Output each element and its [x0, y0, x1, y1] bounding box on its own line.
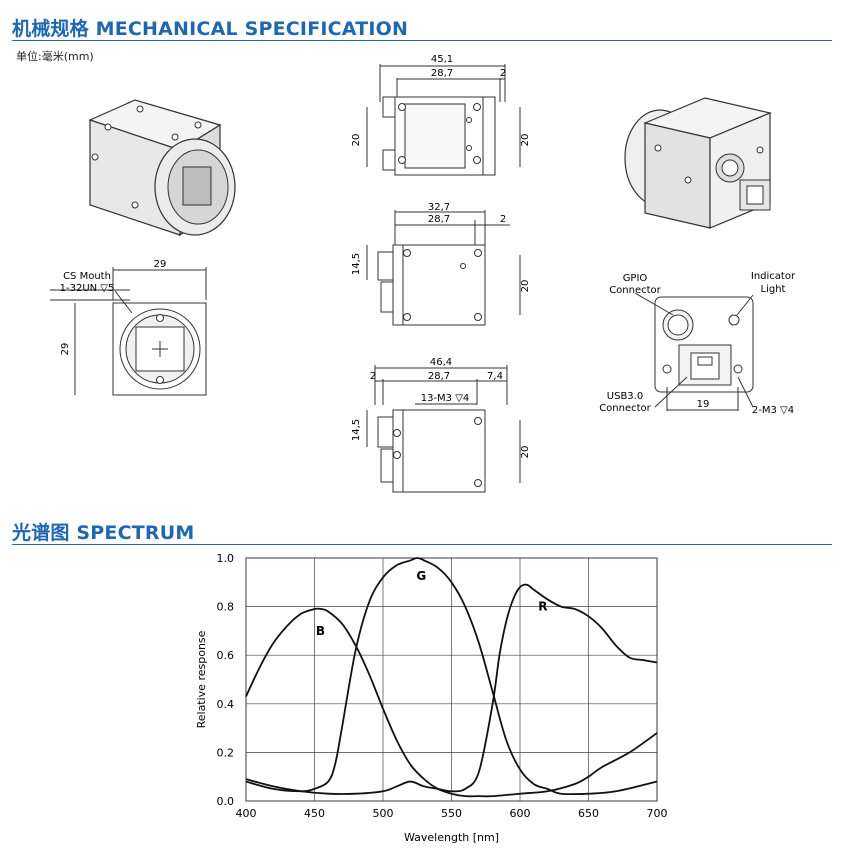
side-left-h-dim: 14,5	[351, 253, 362, 275]
front-height-dim: 29	[60, 343, 71, 356]
front-width-dim: 29	[154, 259, 167, 270]
bottom-view-drawing: 46,4 2 28,7 7,4 13-M3 ▽4 14,5 20	[351, 357, 531, 493]
side-edge-dim: 2	[500, 214, 506, 225]
rear-gpio-label-2: Connector	[609, 285, 661, 296]
camera-iso-rear-drawing	[624, 97, 772, 229]
side-overall-dim: 32,7	[428, 202, 450, 213]
bottom-left-edge-dim: 2	[370, 371, 376, 382]
rear-view-drawing: GPIO Connector Indicator Light USB3.0 Co…	[599, 271, 796, 416]
x-tick-label: 600	[510, 807, 531, 820]
unit-label: 单位:毫米(mm)	[16, 50, 94, 63]
y-tick-label: 0.4	[217, 698, 235, 711]
x-tick-label: 700	[647, 807, 668, 820]
top-edge-dim: 2	[500, 68, 506, 79]
camera-iso-front-drawing	[88, 99, 236, 237]
rear-indicator-label-1: Indicator	[751, 271, 796, 282]
side-right-h-dim: 20	[520, 280, 531, 293]
top-right-h-dim: 20	[520, 134, 531, 147]
x-tick-label: 550	[441, 807, 462, 820]
x-tick-label: 500	[373, 807, 394, 820]
rear-usb-label-1: USB3.0	[607, 391, 643, 402]
rear-gpio-label-1: GPIO	[623, 273, 648, 284]
x-tick-label: 450	[304, 807, 325, 820]
y-tick-label: 0.0	[217, 795, 235, 808]
y-tick-label: 0.8	[217, 601, 235, 614]
top-view-drawing: 45,1 28,7 2 20 20	[351, 54, 531, 176]
side-inner-dim: 28,7	[428, 214, 450, 225]
series-line-B	[245, 607, 658, 798]
series-label-G: G	[416, 569, 426, 583]
bottom-inner-dim: 28,7	[428, 371, 450, 382]
series-label-R: R	[538, 600, 547, 614]
top-inner-dim: 28,7	[431, 68, 453, 79]
side-view-drawing: 32,7 28,7 2 14,5 20	[351, 202, 531, 326]
rear-spacing-dim: 19	[697, 399, 710, 410]
x-tick-label: 650	[578, 807, 599, 820]
bottom-right-edge-dim: 7,4	[487, 371, 503, 382]
rear-indicator-label-2: Light	[761, 284, 786, 295]
x-axis-label: Wavelength [nm]	[404, 831, 499, 844]
series-label-B: B	[316, 624, 325, 638]
bottom-left-h-dim: 14,5	[351, 419, 362, 441]
front-view-drawing: CS Mouth 1-32UN ▽5 29 29	[50, 259, 207, 396]
front-mouth-label-1: CS Mouth	[63, 271, 111, 282]
series-line-G	[245, 557, 658, 796]
bottom-hole-note: 13-M3 ▽4	[421, 393, 470, 404]
bottom-overall-dim: 46,4	[430, 357, 452, 368]
front-mouth-label-2: 1-32UN ▽5	[60, 283, 115, 294]
mechanical-title-rule	[12, 40, 832, 41]
spectrum-title-rule	[12, 544, 832, 545]
rear-usb-label-2: Connector	[599, 403, 651, 414]
top-left-h-dim: 20	[351, 134, 362, 147]
top-overall-dim: 45,1	[431, 54, 453, 65]
bottom-right-h-dim: 20	[520, 446, 531, 459]
y-tick-label: 0.2	[217, 746, 235, 759]
y-tick-label: 1.0	[217, 552, 235, 565]
x-tick-label: 400	[236, 807, 257, 820]
mechanical-section-title: 机械规格 MECHANICAL SPECIFICATION	[12, 18, 409, 40]
y-tick-label: 0.6	[217, 649, 235, 662]
y-axis-label: Relative response	[195, 630, 208, 728]
spectrum-section-title: 光谱图 SPECTRUM	[12, 522, 195, 544]
rear-hole-note: 2-M3 ▽4	[752, 405, 794, 416]
series-line-R	[245, 583, 658, 795]
